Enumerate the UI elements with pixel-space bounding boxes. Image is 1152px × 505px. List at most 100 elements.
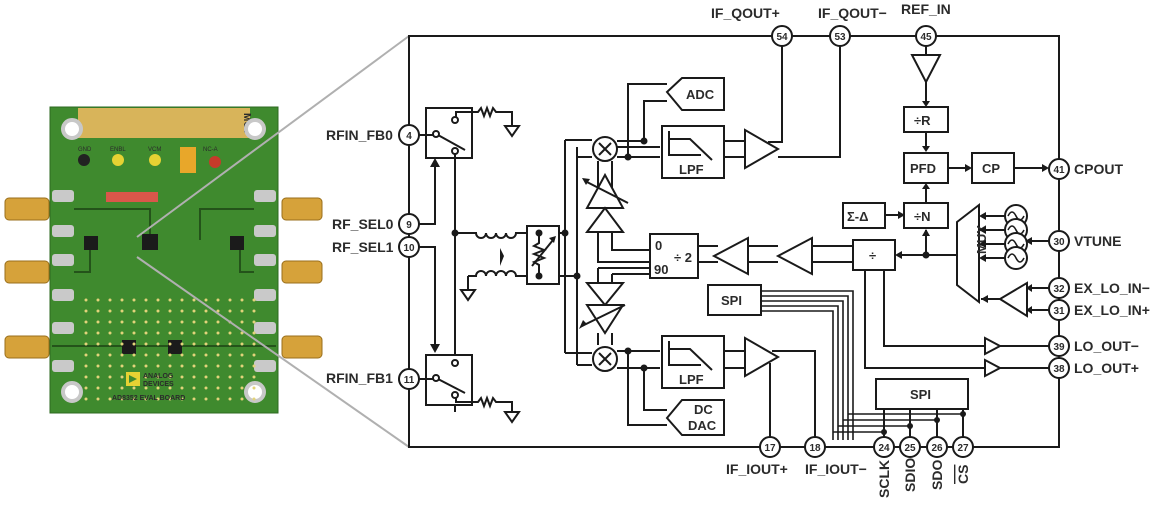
sel1-line xyxy=(419,246,436,345)
svg-text:÷N: ÷N xyxy=(914,209,931,224)
via-dot xyxy=(204,342,208,346)
via-dot xyxy=(144,353,148,357)
eval-board-photo: MCT GND ENBL VCM NC-A xyxy=(4,106,323,414)
via-dot xyxy=(120,320,124,324)
via-dot xyxy=(132,386,136,390)
via-dot xyxy=(132,353,136,357)
svg-text:39: 39 xyxy=(1053,342,1065,353)
right-pins: 41 CPOUT 30 VTUNE 32 EX_LO_IN− 31 EX_LO_… xyxy=(1048,158,1150,379)
svg-text:27: 27 xyxy=(957,443,969,454)
via-dot xyxy=(168,397,172,401)
variable-attenuator xyxy=(526,225,560,285)
svg-text:18: 18 xyxy=(809,443,821,454)
via-dot xyxy=(108,386,112,390)
zoom-callout-lines xyxy=(136,35,410,448)
via-dot xyxy=(144,320,148,324)
via-dot xyxy=(228,353,232,357)
via-dot xyxy=(228,309,232,313)
ext-lo-buffer-icon xyxy=(998,281,1028,318)
via-dot xyxy=(192,397,196,401)
bottom-pins: 17 IF_IOUT+ 18 IF_IOUT− 24 SCLK 25 SDIO … xyxy=(726,436,974,498)
via-dot xyxy=(108,364,112,368)
via-dot xyxy=(108,397,112,401)
via-dot xyxy=(204,364,208,368)
pin-label-rfin-fb0: RFIN_FB0 xyxy=(326,127,393,143)
via-dot xyxy=(216,309,220,313)
mux-block xyxy=(956,202,980,305)
via-dot xyxy=(240,397,244,401)
multiply-icon xyxy=(598,142,612,156)
resistor-icon xyxy=(455,395,513,412)
pin-label-vtune: VTUNE xyxy=(1074,233,1121,249)
via-dot xyxy=(204,397,208,401)
via-dot xyxy=(192,298,196,302)
adc-block: ADC xyxy=(665,77,725,111)
via-dot xyxy=(180,298,184,302)
pin-label-rfin-fb1: RFIN_FB1 xyxy=(326,370,393,386)
svg-text:ADC: ADC xyxy=(686,87,715,102)
via-dot xyxy=(204,331,208,335)
via-dot xyxy=(180,375,184,379)
via-dot xyxy=(228,342,232,346)
via-dot xyxy=(192,364,196,368)
buffer-icon xyxy=(984,358,1003,378)
pcb-traces xyxy=(52,208,276,347)
via-dot xyxy=(192,331,196,335)
via-dot xyxy=(120,364,124,368)
div-r-block xyxy=(903,106,949,133)
via-dot xyxy=(180,320,184,324)
div-n-block xyxy=(903,202,949,229)
pin-label-rf-sel0: RF_SEL0 xyxy=(332,216,394,232)
sma-connectors-left xyxy=(4,197,50,359)
via-dot xyxy=(96,309,100,313)
via-dot xyxy=(180,353,184,357)
pin-label-ex-lo-in-plus: EX_LO_IN+ xyxy=(1074,302,1150,318)
svg-text:NC-A: NC-A xyxy=(203,147,218,153)
svg-text:4: 4 xyxy=(406,131,412,142)
via-dot xyxy=(84,320,88,324)
via-dot xyxy=(144,309,148,313)
via-dot xyxy=(240,298,244,302)
balun-transformer xyxy=(451,140,581,365)
via-dot xyxy=(120,386,124,390)
ref-buffer-icon xyxy=(910,54,942,85)
sma-connectors-right xyxy=(281,197,323,359)
svg-text:÷: ÷ xyxy=(869,248,876,263)
buffer-icon xyxy=(711,236,749,276)
svg-text:53: 53 xyxy=(834,32,846,43)
pll: ÷R PFD CP Σ-Δ ÷N xyxy=(842,46,1049,259)
via-dot xyxy=(84,353,88,357)
svg-text:24: 24 xyxy=(878,443,890,454)
via-dot xyxy=(84,309,88,313)
via-dot xyxy=(132,298,136,302)
via-dot xyxy=(252,320,256,324)
svg-text:VCM: VCM xyxy=(148,147,161,153)
mixer-i xyxy=(565,346,667,426)
svg-text:17: 17 xyxy=(764,443,776,454)
via-dot xyxy=(96,364,100,368)
via-dot xyxy=(156,375,160,379)
amplifier-icon xyxy=(744,336,781,378)
via-dot xyxy=(132,364,136,368)
via-dot xyxy=(156,364,160,368)
via-dot xyxy=(84,298,88,302)
via-dot xyxy=(252,397,256,401)
svg-text:41: 41 xyxy=(1053,165,1065,176)
ground-icon xyxy=(503,411,521,424)
lowpass-icon xyxy=(668,341,713,371)
via-dot xyxy=(108,353,112,357)
lo-buffer-q xyxy=(582,161,650,263)
via-dot xyxy=(108,298,112,302)
via-dot xyxy=(192,320,196,324)
svg-text:11: 11 xyxy=(404,375,415,386)
via-dot xyxy=(180,386,184,390)
via-dot xyxy=(168,298,172,302)
svg-text:DAC: DAC xyxy=(688,418,717,433)
via-dot xyxy=(84,342,88,346)
lpf-q-block: LPF xyxy=(661,46,841,179)
via-dot xyxy=(216,320,220,324)
via-dot xyxy=(228,364,232,368)
via-dot xyxy=(240,364,244,368)
board-name: AD8352 EVAL BOARD xyxy=(112,395,185,402)
via-dot xyxy=(228,397,232,401)
